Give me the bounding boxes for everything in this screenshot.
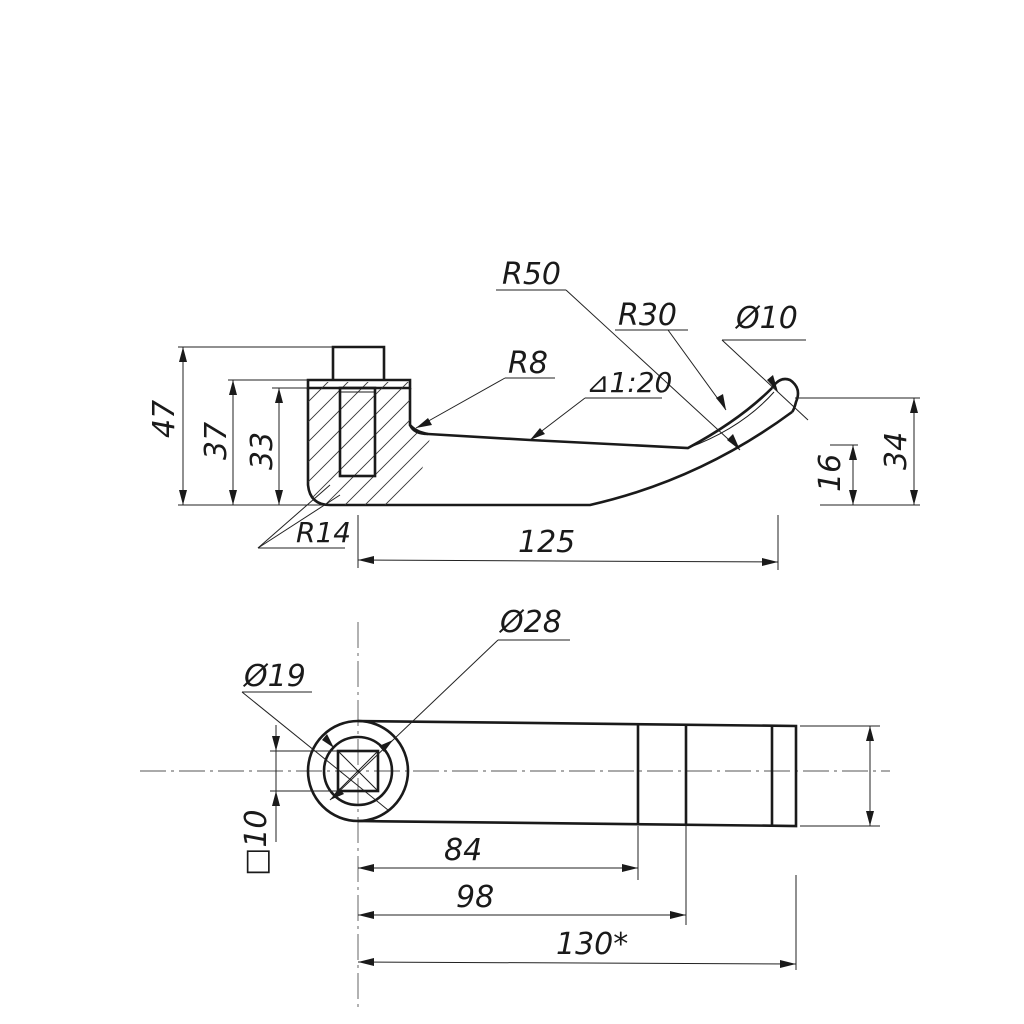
- top-view-labels: Ø28 Ø19 □10 84 98 130*: [239, 605, 628, 962]
- dim-47: 47: [147, 400, 182, 438]
- dim-84: 84: [444, 833, 482, 868]
- front-view-dimensions: [178, 289, 920, 570]
- dim-16: 16: [813, 454, 848, 492]
- dim-sq10: □10: [239, 809, 274, 876]
- dim-r8: R8: [508, 346, 548, 381]
- dim-125: 125: [518, 525, 575, 560]
- front-view: [306, 345, 800, 507]
- lever-bottom-edge: [395, 410, 793, 507]
- dim-taper: ⊿1:20: [586, 366, 672, 399]
- dim-d19: Ø19: [242, 659, 306, 694]
- lever-body: [357, 719, 798, 828]
- dim-98: 98: [456, 880, 494, 915]
- dim-r14: R14: [296, 516, 351, 549]
- top-view-dimensions: [241, 639, 880, 970]
- dim-37: 37: [199, 422, 234, 460]
- dim-r30: R30: [618, 298, 677, 333]
- front-view-labels: R50 R30 Ø10 R8 ⊿1:20 47 37 33 16 34 R14 …: [147, 257, 914, 560]
- hub-hole: [338, 386, 377, 478]
- top-view: [140, 622, 890, 1010]
- boss-bore: [322, 735, 394, 807]
- ball-end: [770, 377, 800, 413]
- dim-d10: Ø10: [734, 301, 798, 336]
- dim-d28: Ø28: [498, 605, 562, 640]
- square-drive: [336, 749, 380, 793]
- section-hatching: [308, 382, 430, 505]
- dim-33: 33: [245, 432, 280, 470]
- dim-34: 34: [879, 432, 914, 470]
- dim-130: 130*: [556, 927, 628, 962]
- dim-r50: R50: [502, 257, 561, 292]
- square-shank: [331, 345, 386, 380]
